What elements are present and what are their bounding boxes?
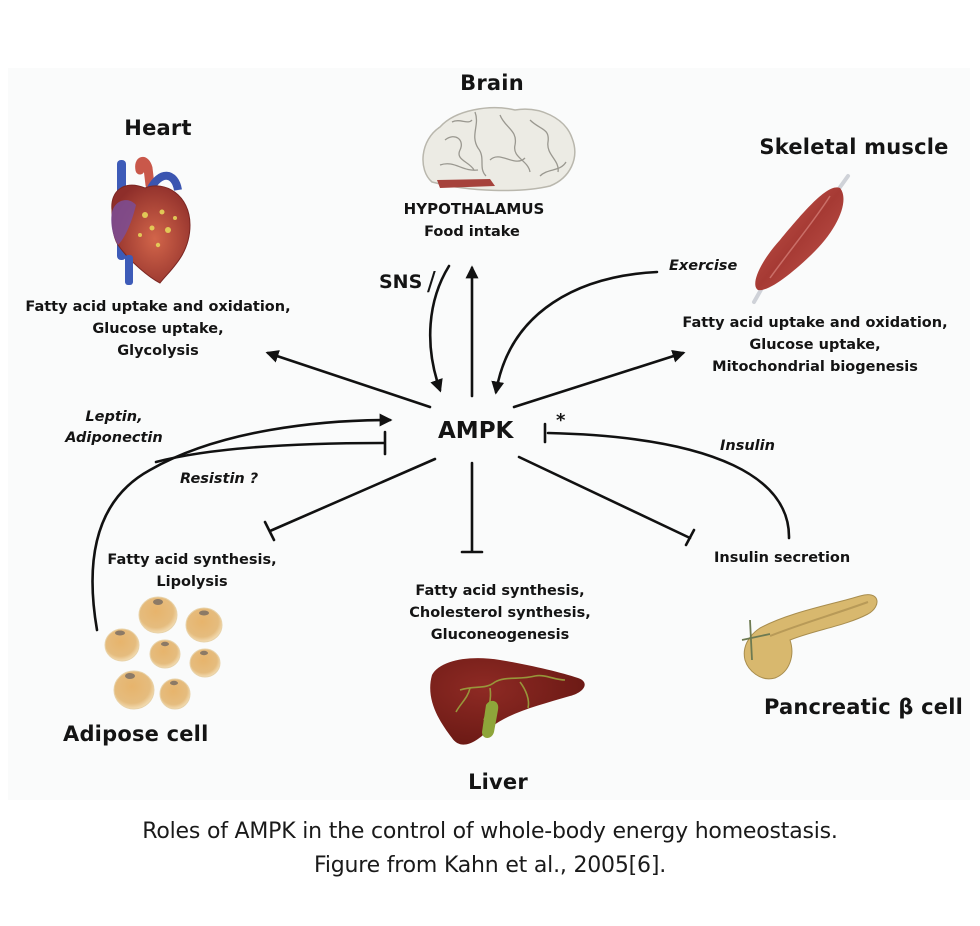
adipokine-activators: Leptin, Adiponectin — [65, 407, 162, 449]
leptin-label: Leptin, — [85, 409, 143, 425]
liver-title: Liver — [468, 770, 528, 794]
adiponectin-label: Adiponectin — [65, 430, 163, 446]
ampk-node: AMPK — [438, 418, 514, 444]
heart-illustration — [111, 157, 191, 285]
muscle-effect: Fatty acid uptake and oxidation, — [682, 315, 948, 331]
skeletal-muscle-title: Skeletal muscle — [759, 135, 949, 159]
heart-effect: Glucose uptake, — [92, 321, 224, 337]
muscle-effect: Mitochondrial biogenesis — [712, 359, 918, 375]
inhibit-bar-adipose — [263, 520, 276, 542]
hypothalamus-region — [437, 179, 495, 188]
edge-ampk-inhibits-insulin-secretion — [517, 455, 692, 540]
figure-caption: Roles of AMPK in the control of whole-bo… — [0, 815, 980, 883]
edge-leptin-adiponectin-to-ampk — [91, 413, 393, 632]
adipose-effect: Lipolysis — [156, 574, 228, 590]
insulin-label: Insulin — [720, 438, 775, 454]
liver-effects: Fatty acid synthesis, Cholesterol synthe… — [409, 580, 591, 646]
edge-resistin-inhibits-ampk — [154, 441, 386, 464]
adipose-cell — [149, 639, 181, 669]
edge-ampk-inhibits-adipose — [268, 457, 437, 533]
brain-title: Brain — [460, 71, 524, 95]
liver-effect: Cholesterol synthesis, — [409, 605, 591, 621]
liver-effect: Fatty acid synthesis, — [415, 583, 585, 599]
sns-label: SNS — [379, 271, 423, 293]
brain-illustration — [422, 107, 576, 192]
ampk-figure: Brain HYPOTHALAMUS Food intake SNS / Hea… — [8, 68, 970, 800]
muscle-effect: Glucose uptake, — [749, 337, 881, 353]
insulin-secretion-label: Insulin secretion — [714, 550, 851, 566]
diagram-canvas — [91, 107, 878, 745]
caption-line-2: Figure from Kahn et al., 2005[6]. — [313, 853, 667, 878]
food-intake-label: Food intake — [424, 224, 520, 240]
heart-effect: Glycolysis — [117, 343, 199, 359]
muscle-illustration — [752, 174, 850, 304]
edge-ampk-to-muscle — [512, 349, 686, 409]
heart-effect: Fatty acid uptake and oxidation, — [25, 299, 291, 315]
resistin-label: Resistin ? — [180, 471, 259, 487]
pancreatic-beta-cell-title: Pancreatic β cell — [764, 695, 963, 719]
adipose-cell — [104, 628, 140, 662]
sns-slash: / — [427, 267, 436, 297]
liver-effect: Gluconeogenesis — [430, 627, 570, 643]
adipose-cell — [189, 648, 221, 678]
adipose-cell — [113, 670, 155, 710]
muscle-effects: Fatty acid uptake and oxidation, Glucose… — [682, 312, 947, 378]
hypothalamus-label: HYPOTHALAMUS — [403, 200, 545, 218]
adipose-effects: Fatty acid synthesis, Lipolysis — [107, 549, 276, 593]
adipose-cell-title: Adipose cell — [63, 722, 209, 746]
adipose-cell — [185, 607, 223, 643]
insulin-feedback-mark: * — [556, 410, 566, 431]
heart-title: Heart — [124, 116, 192, 140]
adipose-effect: Fatty acid synthesis, — [107, 552, 277, 568]
exercise-label: Exercise — [669, 258, 738, 274]
heart-effects: Fatty acid uptake and oxidation, Glucose… — [25, 296, 290, 362]
adipose-cell — [138, 596, 178, 634]
edge-sns-to-ampk — [428, 264, 451, 393]
adipose-illustration — [104, 596, 223, 710]
edge-insulin-inhibits-ampk — [546, 431, 791, 540]
adipose-cell — [159, 678, 191, 710]
liver-illustration — [430, 658, 585, 745]
edge-exercise-to-ampk — [491, 270, 659, 395]
caption-line-1: Roles of AMPK in the control of whole-bo… — [142, 819, 838, 844]
edge-ampk-to-heart — [265, 350, 432, 409]
pancreas-illustration — [741, 594, 878, 680]
inhibit-bar-insulin-secretion — [684, 528, 696, 547]
